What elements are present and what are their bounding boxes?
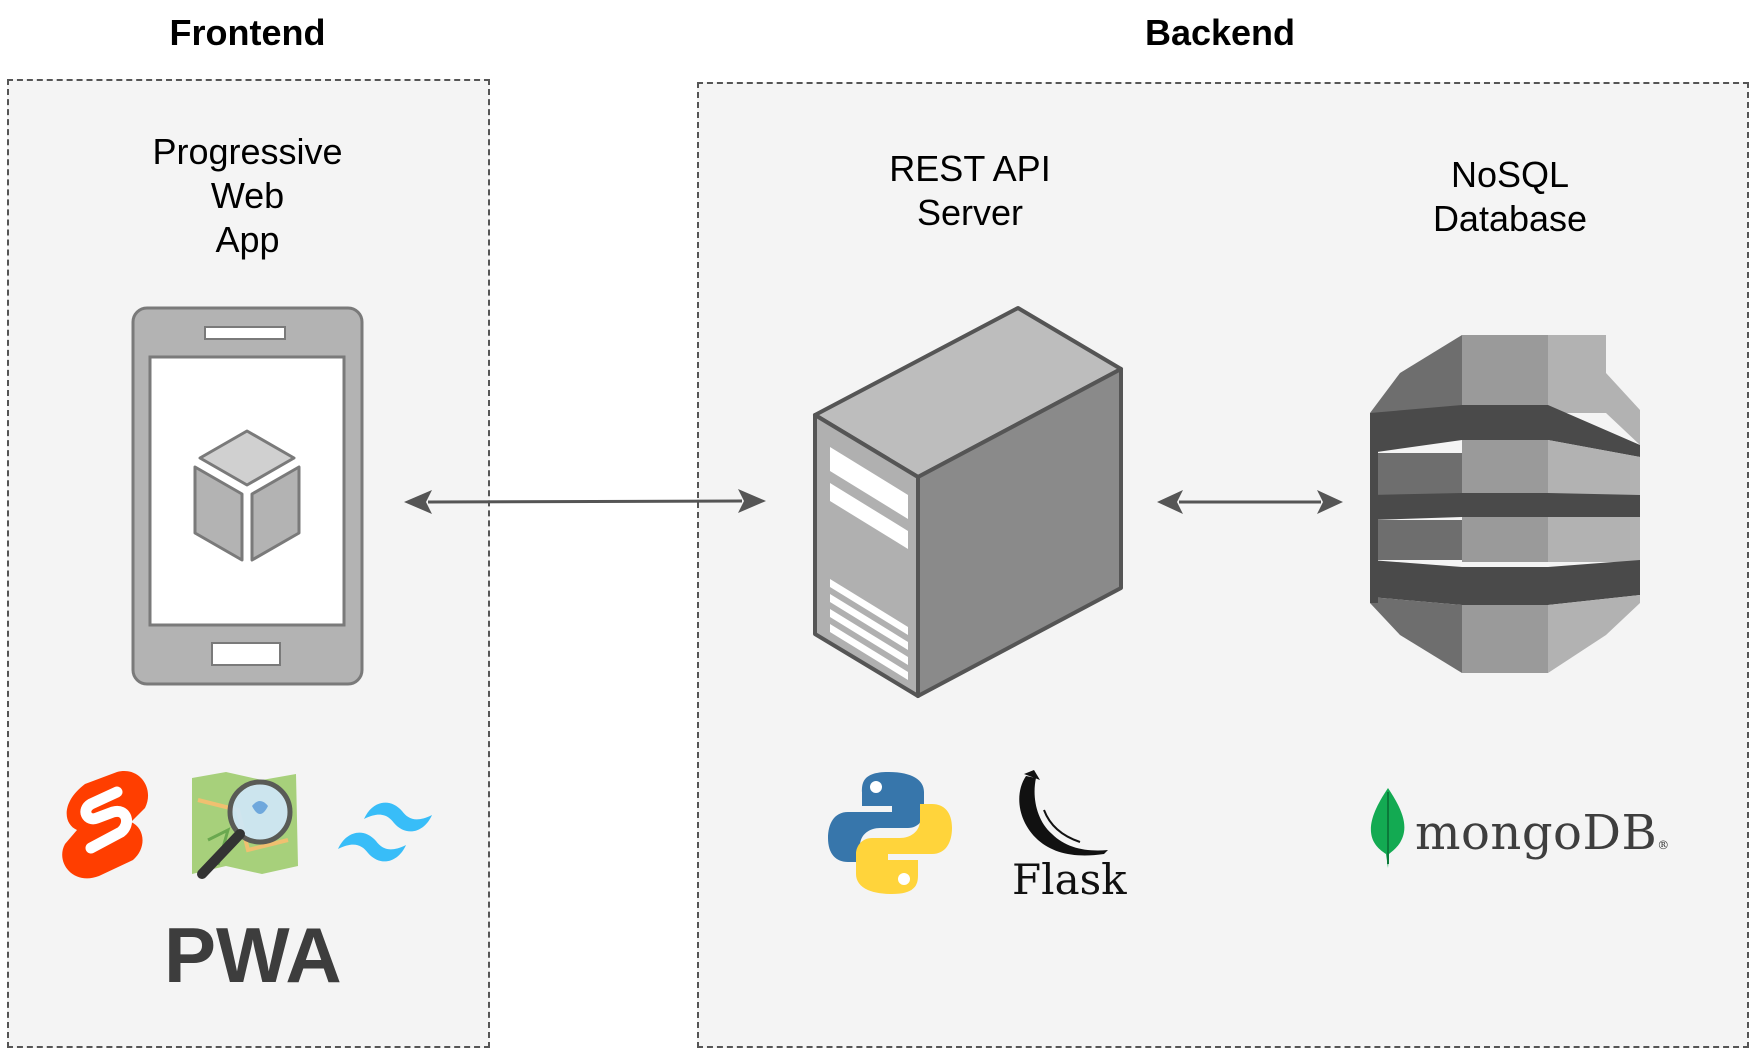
app-cube-icon bbox=[193, 429, 301, 562]
mobile-device-icon bbox=[131, 306, 364, 686]
svg-text:PWA: PWA bbox=[164, 911, 342, 999]
python-logo-icon bbox=[828, 772, 952, 894]
pwa-logo-icon: PWA bbox=[164, 911, 342, 999]
tailwind-logo-icon bbox=[338, 802, 432, 862]
svelte-logo-icon bbox=[62, 770, 149, 879]
server-icon bbox=[813, 306, 1123, 698]
bidirectional-arrow-frontend-server bbox=[404, 489, 766, 514]
bidirectional-arrow-server-database bbox=[1157, 490, 1343, 514]
database-icon bbox=[1370, 335, 1640, 673]
mongodb-logo-text: mongoDB® bbox=[1415, 805, 1670, 861]
flask-logo-text: Flask bbox=[1012, 855, 1127, 904]
backend-title: Backend bbox=[1144, 12, 1296, 53]
mongodb-leaf-icon bbox=[1370, 788, 1405, 868]
map-search-logo-icon bbox=[192, 772, 298, 879]
frontend-title: Frontend bbox=[169, 12, 326, 53]
pwa-component-label: Progressive Web App bbox=[152, 131, 343, 260]
rest-api-server-label: REST API Server bbox=[889, 148, 1051, 233]
nosql-database-label: NoSQL Database bbox=[1432, 154, 1588, 239]
flask-logo-icon bbox=[1019, 770, 1108, 856]
